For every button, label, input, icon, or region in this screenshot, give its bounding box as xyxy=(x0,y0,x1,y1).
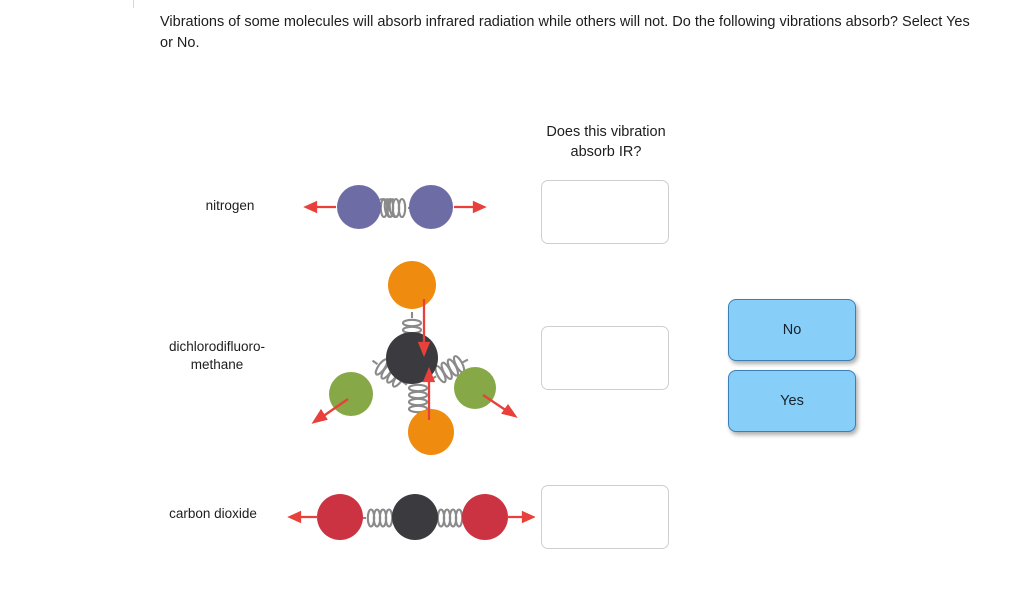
question-prompt: Vibrations of some molecules will absorb… xyxy=(160,14,970,51)
column-header: Does this vibration absorb IR? xyxy=(520,122,692,162)
spring-bond xyxy=(376,197,413,219)
chlorine-atom-left xyxy=(329,372,373,416)
vibration-arrows xyxy=(311,299,518,424)
answer-dropzone-carbon-dioxide[interactable] xyxy=(541,485,669,549)
molecule-nitrogen xyxy=(300,180,490,235)
vibration-arrows xyxy=(287,510,535,524)
answer-tile-yes[interactable]: Yes xyxy=(728,370,856,432)
row-label-dichlorodifluoromethane: dichlorodifluoro- methane xyxy=(132,338,302,374)
row-label-nitrogen: nitrogen xyxy=(205,198,255,213)
fluorine-atom-top xyxy=(388,261,436,309)
answer-tile-no[interactable]: No xyxy=(728,299,856,361)
row-label-line2: methane xyxy=(190,357,244,372)
oxygen-atom-left xyxy=(317,494,363,540)
answer-dropzone-dichlorodifluoromethane[interactable] xyxy=(541,326,669,390)
column-header-line1: Does this vibration xyxy=(546,124,666,140)
column-header-line2: absorb IR? xyxy=(570,144,642,160)
carbon-atom-center xyxy=(392,494,438,540)
nitrogen-atom-right xyxy=(409,185,453,229)
molecule-carbon-dioxide xyxy=(285,490,535,548)
chlorine-atom-right xyxy=(454,367,496,409)
answer-dropzone-nitrogen[interactable] xyxy=(541,180,669,244)
nitrogen-atom-left xyxy=(337,185,381,229)
oxygen-atom-right xyxy=(462,494,508,540)
row-label-line1: dichlorodifluoro- xyxy=(168,339,266,354)
vibration-arrows xyxy=(303,200,487,214)
left-edge-rule xyxy=(133,0,134,8)
molecule-dichlorodifluoromethane xyxy=(300,255,535,455)
fluorine-atom-bottom xyxy=(408,409,454,455)
row-label-carbon-dioxide: carbon dioxide xyxy=(169,506,257,521)
